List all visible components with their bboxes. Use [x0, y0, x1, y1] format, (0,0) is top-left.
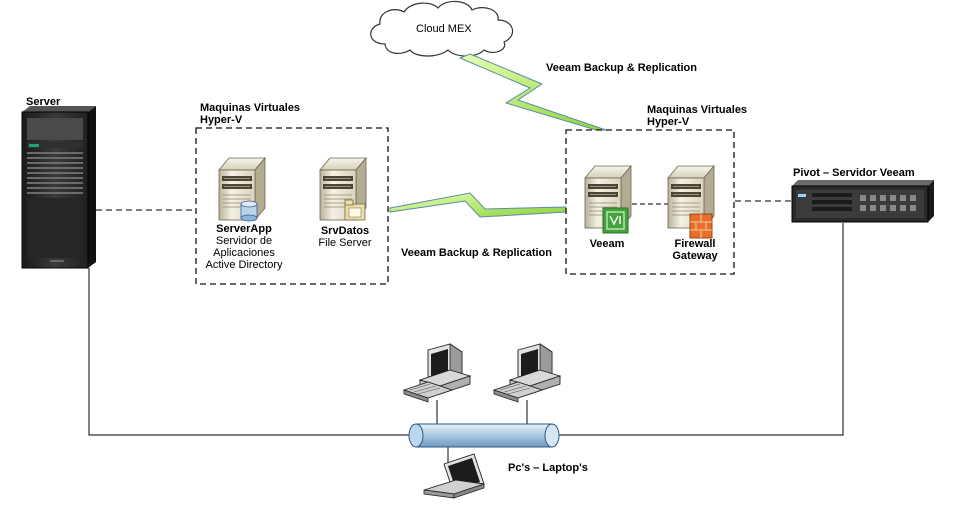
serverapp-name: ServerApp	[216, 223, 272, 235]
serverapp-line1: Servidor de	[215, 235, 273, 247]
veeam-server-icon	[584, 165, 632, 234]
network-bus-icon	[408, 423, 560, 448]
rack-server-icon	[791, 180, 934, 223]
desktop-pc-icon	[493, 343, 561, 403]
vm-group-left	[195, 127, 389, 285]
veeam-name: Veeam	[589, 238, 625, 250]
right-group-title-line1: Maquinas Virtuales	[647, 104, 748, 116]
cloud-label: Cloud MEX	[416, 23, 472, 35]
desktop-pc-icon	[403, 343, 471, 403]
cloud-shape	[370, 0, 514, 57]
database-icon	[240, 200, 258, 222]
firewall-brick-icon	[689, 213, 713, 239]
serverapp-icon	[218, 157, 266, 222]
clients-label: Pc's – Laptop's	[508, 462, 588, 474]
pivot-label: Pivot – Servidor Veeam	[793, 167, 915, 179]
laptop-icon	[423, 453, 485, 499]
site-link-label: Veeam Backup & Replication	[401, 247, 552, 259]
left-group-title-line2: Hyper-V	[200, 114, 243, 126]
folder-icon	[344, 199, 366, 221]
firewall-line1: Firewall	[674, 238, 716, 250]
firewall-line2: Gateway	[672, 250, 718, 262]
right-group-title-line2: Hyper-V	[647, 116, 690, 128]
vm-group-right	[565, 129, 735, 275]
serverapp-line2: Aplicaciones	[213, 247, 275, 259]
veeam-logo-icon	[602, 207, 629, 234]
srvdatos-line1: File Server	[318, 237, 372, 249]
cloud-link-label: Veeam Backup & Replication	[546, 62, 697, 74]
srvdatos-icon	[319, 157, 367, 221]
firewall-server-icon	[667, 165, 715, 239]
wan-link-site	[389, 192, 567, 218]
server-label: Server	[26, 96, 61, 108]
serverapp-line3: Active Directory	[205, 259, 283, 271]
srvdatos-name: SrvDatos	[320, 225, 370, 237]
tower-server-icon	[21, 106, 96, 269]
left-group-title-line1: Maquinas Virtuales	[200, 102, 301, 114]
